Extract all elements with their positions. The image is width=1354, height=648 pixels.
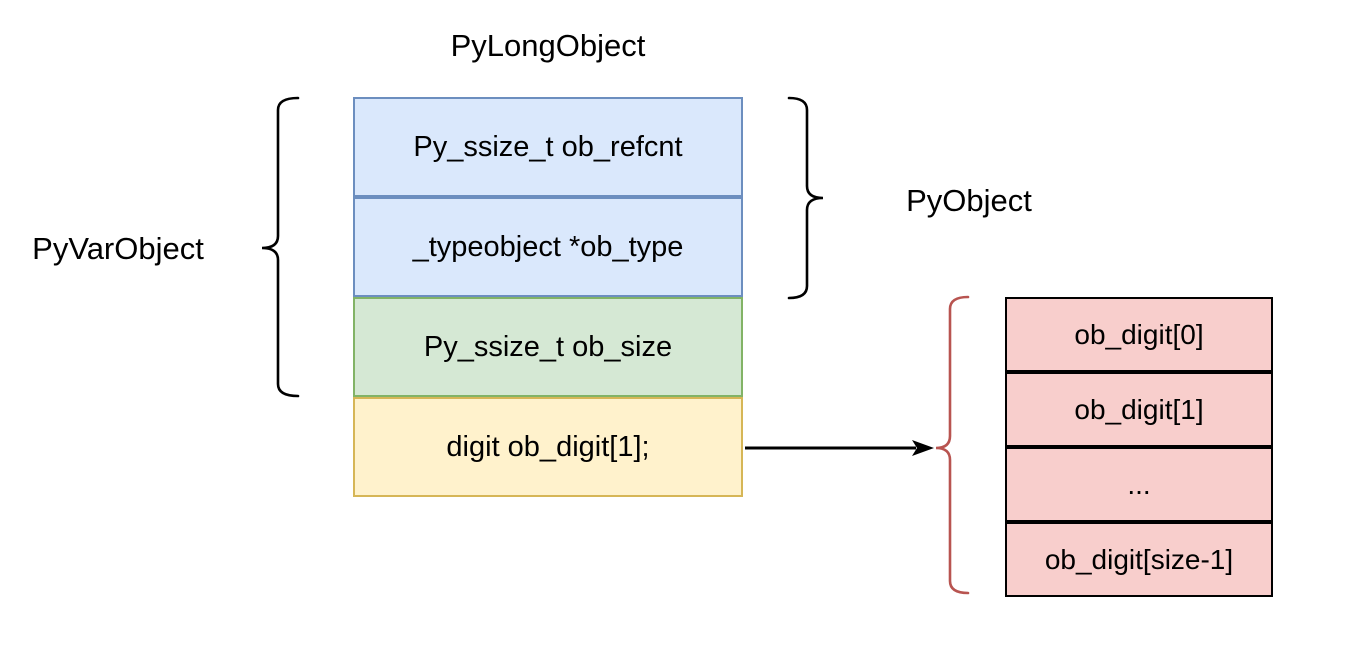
pyvarobject-label: PyVarObject (32, 231, 204, 266)
digit-array-cell-ellipsis: ... (1005, 447, 1273, 522)
digit-array-cell-last: ob_digit[size-1] (1005, 522, 1273, 597)
digit-array-brace (935, 295, 970, 595)
pyobject-label: PyObject (906, 183, 1032, 218)
struct-field-ob-type: _typeobject *ob_type (353, 197, 743, 297)
digit-cell-label: ... (1127, 468, 1151, 500)
pyobject-brace (787, 96, 824, 300)
struct-field-label: _typeobject *ob_type (412, 230, 684, 263)
digit-cell-label: ob_digit[0] (1074, 318, 1204, 350)
diagram-title: PyLongObject (450, 28, 646, 63)
struct-field-label: Py_ssize_t ob_size (423, 330, 673, 363)
digit-array-cell-0: ob_digit[0] (1005, 297, 1273, 372)
arrow-head (912, 440, 934, 456)
struct-field-ob-digit: digit ob_digit[1]; (353, 397, 743, 497)
pyvarobject-brace (261, 96, 300, 398)
struct-field-label: Py_ssize_t ob_refcnt (413, 130, 683, 163)
struct-field-label: digit ob_digit[1]; (446, 430, 650, 463)
struct-field-ob-refcnt: Py_ssize_t ob_refcnt (353, 97, 743, 197)
struct-field-ob-size: Py_ssize_t ob_size (353, 297, 743, 397)
digit-cell-label: ob_digit[size-1] (1044, 543, 1234, 575)
digit-array-cell-1: ob_digit[1] (1005, 372, 1273, 447)
digit-cell-label: ob_digit[1] (1074, 393, 1204, 425)
